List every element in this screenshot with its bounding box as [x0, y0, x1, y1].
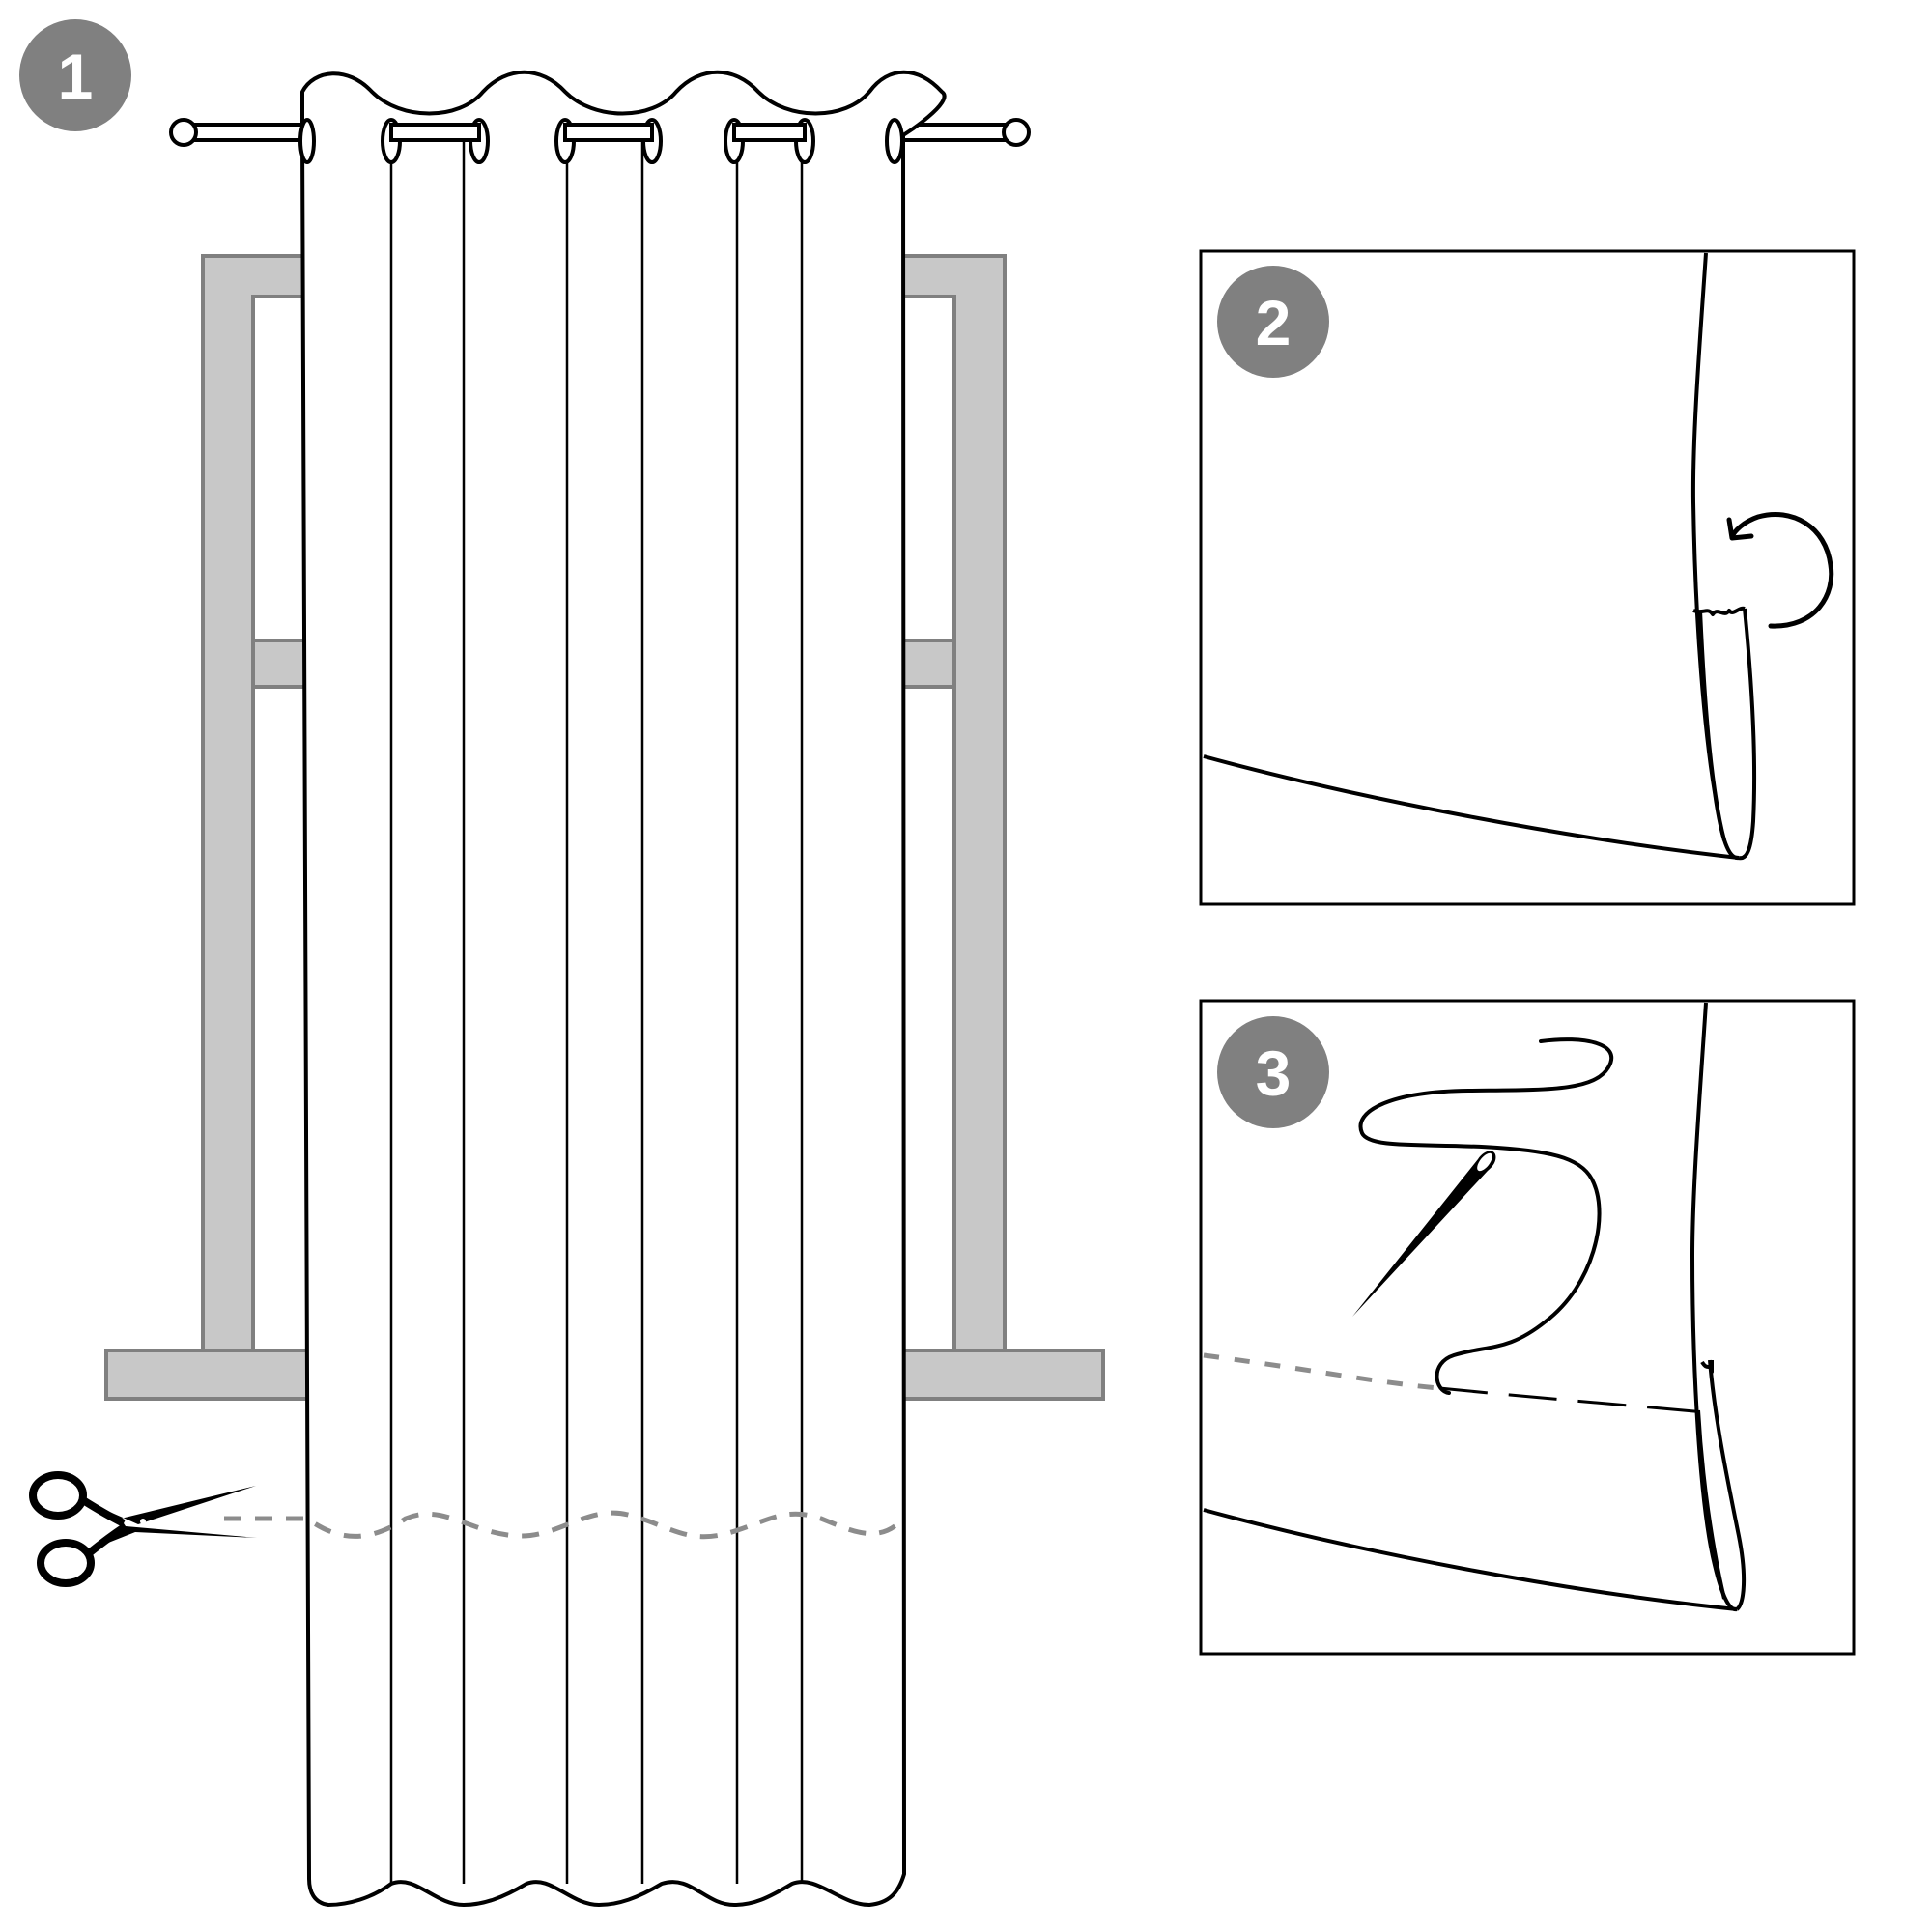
- scissors-icon: [29, 1471, 257, 1587]
- stitch-line: [1203, 1352, 1440, 1391]
- needle-thread-icon: [1352, 1037, 1614, 1395]
- step-1-number: 1: [58, 41, 94, 112]
- step-3-panel: 3: [1199, 999, 1856, 1656]
- grommet: [298, 118, 316, 164]
- fold-arrow-icon: [1726, 511, 1834, 629]
- step-2-panel: 2: [1199, 249, 1856, 906]
- step-2-number: 2: [1256, 287, 1292, 358]
- curtain-hem-stitched: [1203, 1002, 1747, 1612]
- cut-line: [224, 1510, 905, 1540]
- step-2-badge: 2: [1217, 266, 1329, 378]
- step-1-panel: 1: [19, 19, 1105, 1907]
- step-3-number: 3: [1256, 1037, 1292, 1109]
- stitch-line-sewn: [1438, 1386, 1706, 1414]
- rod-finial-left: [169, 118, 198, 147]
- rod-finial-right: [1002, 118, 1031, 147]
- curtain-hem-fold: [1203, 252, 1757, 861]
- step-1-badge: 1: [19, 19, 131, 131]
- curtain: [300, 70, 947, 1907]
- grommet: [885, 118, 904, 164]
- step-3-badge: 3: [1217, 1016, 1329, 1128]
